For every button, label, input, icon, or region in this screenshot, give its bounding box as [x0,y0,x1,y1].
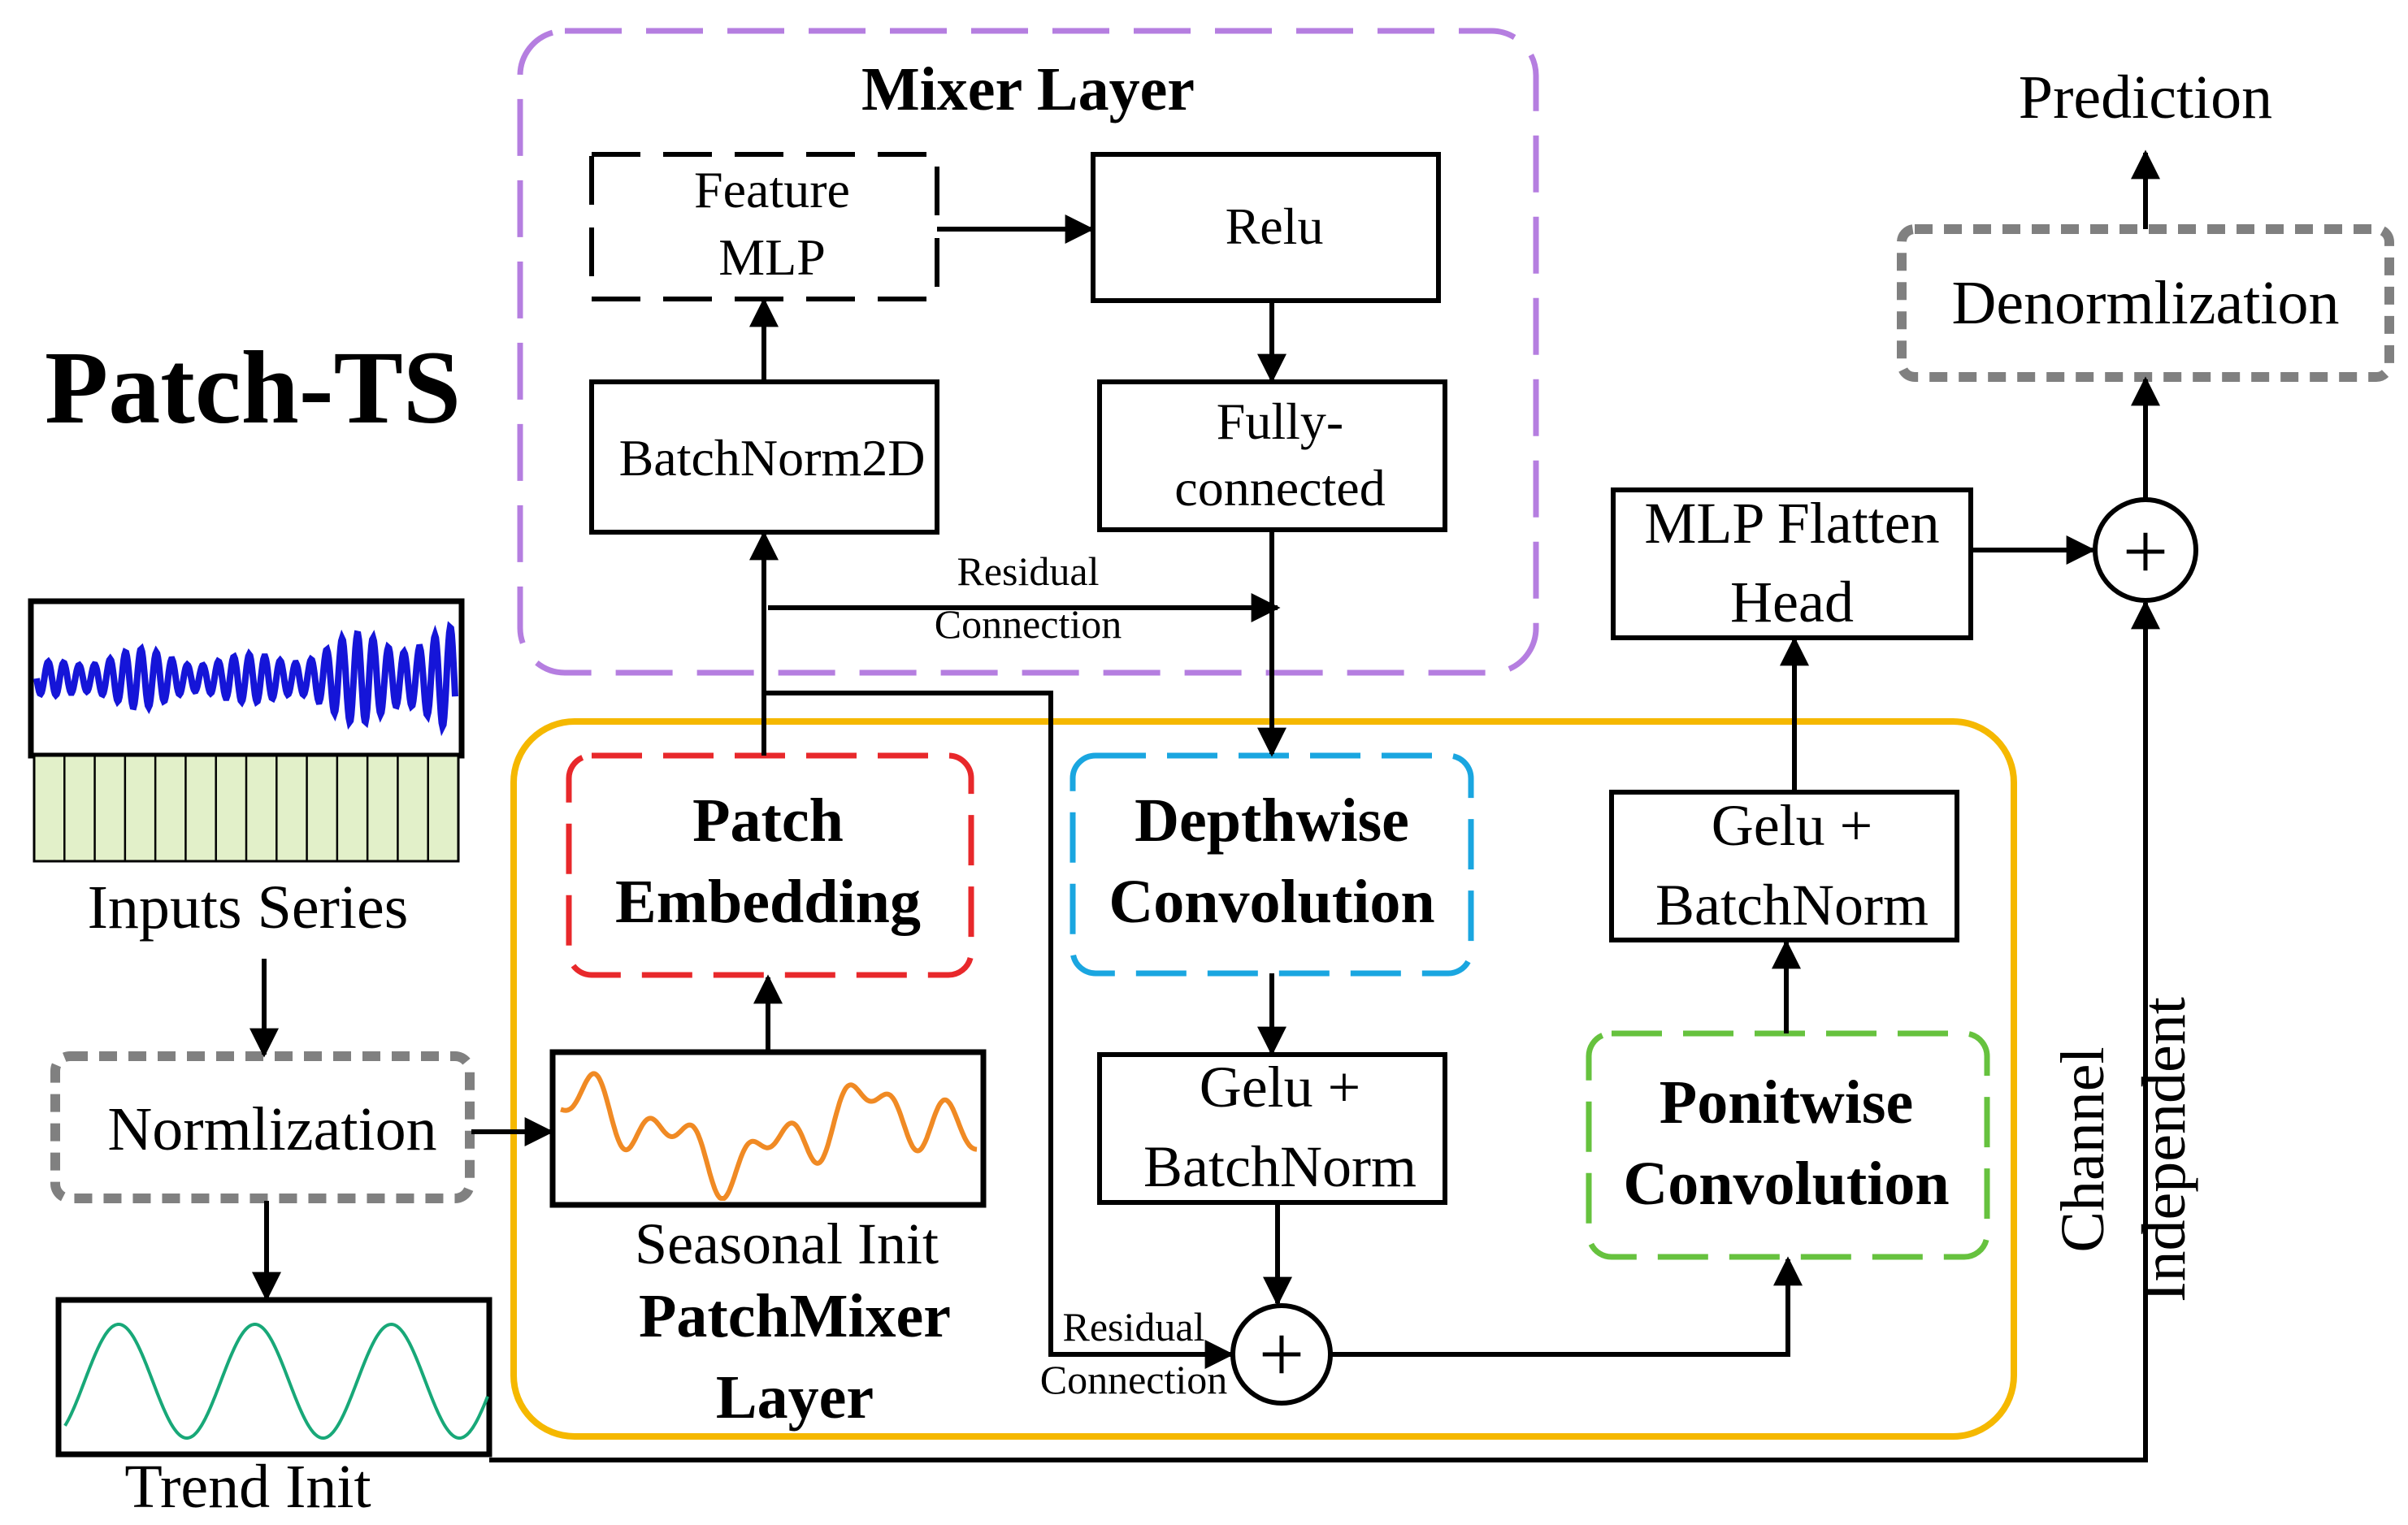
gelu-batchnorm-2-line1: Gelu + [1712,793,1873,858]
normalization-label: Normlization [107,1095,436,1163]
trend-wave [63,1322,489,1440]
diagram-title: Patch-TS [45,330,461,445]
patch-embedding-box [566,752,974,978]
arrow-sum-to-pointwise [1330,1256,1803,1357]
mixer-layer-container [517,28,1539,676]
mlp-flatten-head-line1: MLP Flatten [1644,491,1939,556]
seasonal-wave [560,1071,978,1201]
pointwise-label-line1: Ponitwise [1660,1068,1913,1137]
mlp-flatten-head-line2: Head [1730,570,1854,635]
mixer-layer-title: Mixer Layer [861,55,1195,123]
channel-label: Channel [2049,1046,2117,1252]
pointwise-convolution-box [1586,1030,1990,1260]
feature-mlp-label-line1: Feature [694,161,850,219]
seasonal-init-plot-frame [549,1049,987,1208]
input-wave [33,621,458,737]
input-patches [33,754,460,863]
mixer-residual-label-line1: Residual [957,548,1100,594]
inputs-series-label: Inputs Series [88,873,409,942]
patchmixer-layer-container [510,718,2017,1440]
arrow-trend-to-sum [489,600,2160,1462]
relu-label: Relu [1226,197,1324,255]
trend-init-plot-frame [55,1297,492,1458]
arrow-patch-residual [764,691,1234,1369]
depthwise-label-line2: Convolution [1109,868,1434,936]
depthwise-label-line1: Depthwise [1135,786,1409,855]
final-sum-plus: + [2123,506,2168,596]
prediction-label: Prediction [2019,63,2272,132]
gelu-batchnorm-1-line1: Gelu + [1200,1055,1361,1120]
fully-connected-label-line2: connected [1174,459,1385,517]
patchmixer-title-line2: Layer [716,1363,874,1432]
patchmixer-residual-label-line2: Connection [1040,1357,1228,1402]
seasonal-init-label: Seasonal Init [635,1211,939,1276]
patch-embedding-label-line1: Patch [692,786,844,855]
trend-init-label: Trend Init [124,1453,371,1521]
independent-label: Independent [2130,997,2198,1302]
fully-connected-label-line1: Fully- [1217,392,1343,450]
residual-sum-plus: + [1259,1309,1304,1399]
batchnorm2d-label: BatchNorm2D [619,429,926,487]
denormalization-label: Denormlization [1952,269,2340,337]
gelu-batchnorm-2-line2: BatchNorm [1655,873,1929,938]
pointwise-label-line2: Convolution [1623,1150,1949,1218]
gelu-batchnorm-1-line2: BatchNorm [1143,1134,1417,1199]
feature-mlp-label-line2: MLP [718,228,826,286]
patch-embedding-label-line2: Embedding [615,868,921,936]
patchmixer-residual-label-line1: Residual [1063,1304,1205,1350]
patchmixer-title-line1: PatchMixer [639,1282,951,1350]
